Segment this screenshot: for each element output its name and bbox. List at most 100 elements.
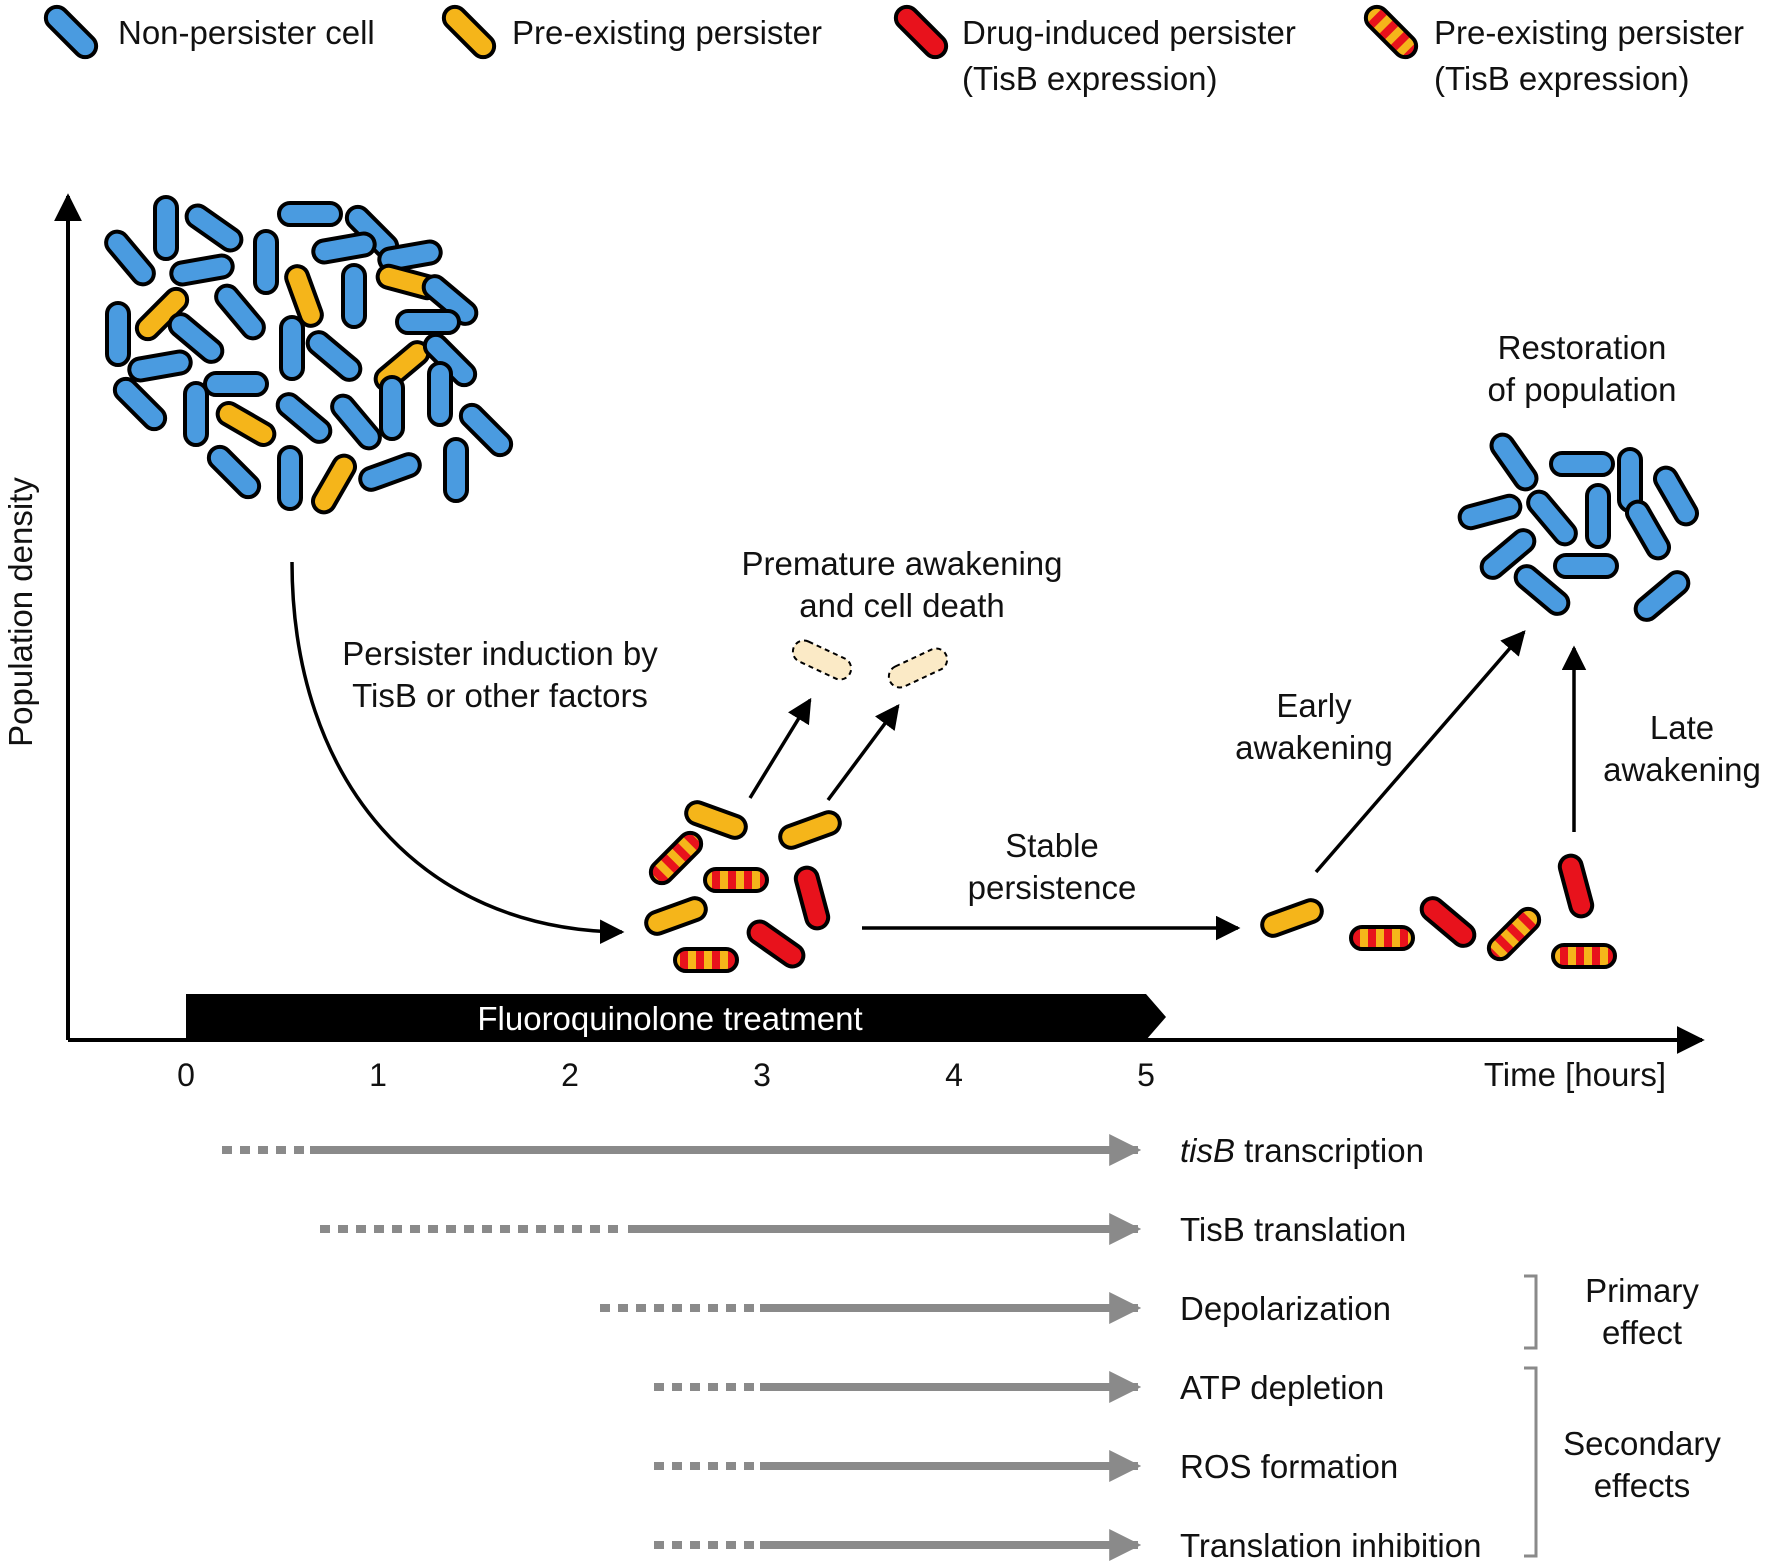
- premature-label: Premature awakening: [741, 545, 1062, 582]
- blue-cell: [1549, 451, 1615, 477]
- yellow-cell: [284, 264, 324, 328]
- dying-cell: [791, 639, 853, 681]
- yellow-cell: [644, 896, 708, 936]
- blue-cell: [395, 309, 461, 335]
- blue-cell: [1653, 465, 1699, 527]
- induction-label-2: TisB or other factors: [352, 677, 648, 714]
- blue-cell: [305, 330, 363, 382]
- tick-label: 1: [369, 1057, 387, 1093]
- blue-cell: [127, 349, 193, 383]
- legend-label-2: (TisB expression): [1434, 60, 1690, 97]
- primary-label-2: effect: [1602, 1314, 1682, 1351]
- primary-bracket: [1524, 1274, 1538, 1350]
- blue-cell: [377, 239, 443, 273]
- blue-cell: [153, 195, 179, 261]
- blue-cell: [358, 452, 422, 492]
- blue-cell: [1526, 489, 1578, 547]
- blue-cell: [184, 203, 244, 253]
- red-cell: [1557, 853, 1595, 919]
- premature-arrow-2: [826, 704, 900, 802]
- restoration-label: Restoration: [1498, 329, 1667, 366]
- restoration-label-2: of population: [1488, 371, 1677, 408]
- annotations: Persister induction by TisB or other fac…: [342, 329, 1761, 906]
- blue-cell: [253, 229, 279, 295]
- striped-cell: [1486, 906, 1542, 962]
- yellow-cell: [778, 810, 842, 850]
- blue-cell: [1633, 570, 1691, 622]
- legend-item-pre-existing: Pre-existing persister: [441, 4, 822, 60]
- legend-label: Pre-existing persister: [1434, 14, 1744, 51]
- dying-cells: [791, 639, 949, 689]
- striped-cell: [1349, 925, 1415, 951]
- legend: Non-persister cell Pre-existing persiste…: [43, 4, 1744, 97]
- yellow-cell: [684, 800, 748, 840]
- blue-cell: [277, 445, 303, 511]
- legend-item-non-persister: Non-persister cell: [43, 4, 375, 60]
- red-cell: [793, 865, 831, 931]
- striped-cell: [703, 867, 769, 893]
- premature-label-2: and cell death: [799, 587, 1005, 624]
- secondary-label: Secondary: [1563, 1425, 1721, 1462]
- tick-label: 3: [753, 1057, 771, 1093]
- blue-cell: [379, 375, 405, 441]
- legend-label-2: (TisB expression): [962, 60, 1218, 97]
- flow-arrows: [290, 561, 1587, 945]
- blue-cell: [169, 253, 235, 287]
- blue-cell: [183, 381, 209, 447]
- initial-population: [104, 195, 514, 515]
- striped-cell: [1551, 943, 1617, 969]
- tick-label: 0: [177, 1057, 195, 1093]
- treatment-bar: Fluoroquinolone treatment: [186, 994, 1166, 1040]
- process-labels: tisB transcription TisB translation Depo…: [1180, 1132, 1481, 1564]
- blue-cell: [203, 371, 269, 397]
- blue-cell: [427, 361, 453, 427]
- x-axis-label: Time [hours]: [1484, 1056, 1666, 1093]
- blue-cell: [1553, 553, 1619, 579]
- tick-label: 4: [945, 1057, 963, 1093]
- stable-persisters: [1260, 853, 1617, 969]
- secondary-bracket: [1524, 1366, 1538, 1558]
- tick-label: 2: [561, 1057, 579, 1093]
- process-label: tisB transcription: [1180, 1132, 1424, 1169]
- blue-cell: [1489, 432, 1539, 492]
- late-label-2: awakening: [1603, 751, 1761, 788]
- legend-item-drug-induced: Drug-induced persister (TisB expression): [893, 4, 1296, 97]
- striped-cell: [648, 830, 704, 886]
- legend-label: Pre-existing persister: [512, 14, 822, 51]
- dying-cell: [887, 647, 949, 689]
- restored-population: [1457, 432, 1699, 622]
- blue-cell: [1479, 528, 1537, 580]
- stable-label: Stable: [1005, 827, 1099, 864]
- blue-cell: [443, 437, 469, 503]
- yellow-cell-icon: [441, 4, 497, 60]
- induction-label: Persister induction by: [342, 635, 658, 672]
- blue-cell: [112, 376, 168, 432]
- blue-cell: [277, 201, 343, 227]
- x-ticks: 0 1 2 3 4 5: [177, 1057, 1155, 1093]
- persister-cluster: [644, 800, 842, 973]
- treatment-label: Fluoroquinolone treatment: [477, 1000, 862, 1037]
- blue-cell: [1457, 493, 1523, 531]
- process-label: ATP depletion: [1180, 1369, 1384, 1406]
- blue-cell: [1625, 499, 1671, 561]
- blue-cell: [341, 263, 367, 329]
- early-awakening-arrow: [1314, 630, 1526, 874]
- secondary-label-2: effects: [1594, 1467, 1691, 1504]
- yellow-cell: [215, 401, 277, 447]
- blue-cell-icon: [43, 4, 99, 60]
- induction-arrow: [290, 561, 625, 945]
- blue-cell: [214, 283, 266, 341]
- process-label: TisB translation: [1180, 1211, 1406, 1248]
- tick-label: 5: [1137, 1057, 1155, 1093]
- yellow-cell: [1260, 898, 1324, 938]
- early-label: Early: [1276, 687, 1352, 724]
- blue-cell: [1585, 483, 1611, 549]
- red-cell: [1419, 896, 1477, 948]
- process-label: ROS formation: [1180, 1448, 1398, 1485]
- late-label: Late: [1650, 709, 1714, 746]
- blue-cell: [330, 393, 382, 451]
- blue-cell: [206, 444, 262, 500]
- blue-cell: [458, 402, 514, 458]
- process-timeline: [222, 1134, 1142, 1561]
